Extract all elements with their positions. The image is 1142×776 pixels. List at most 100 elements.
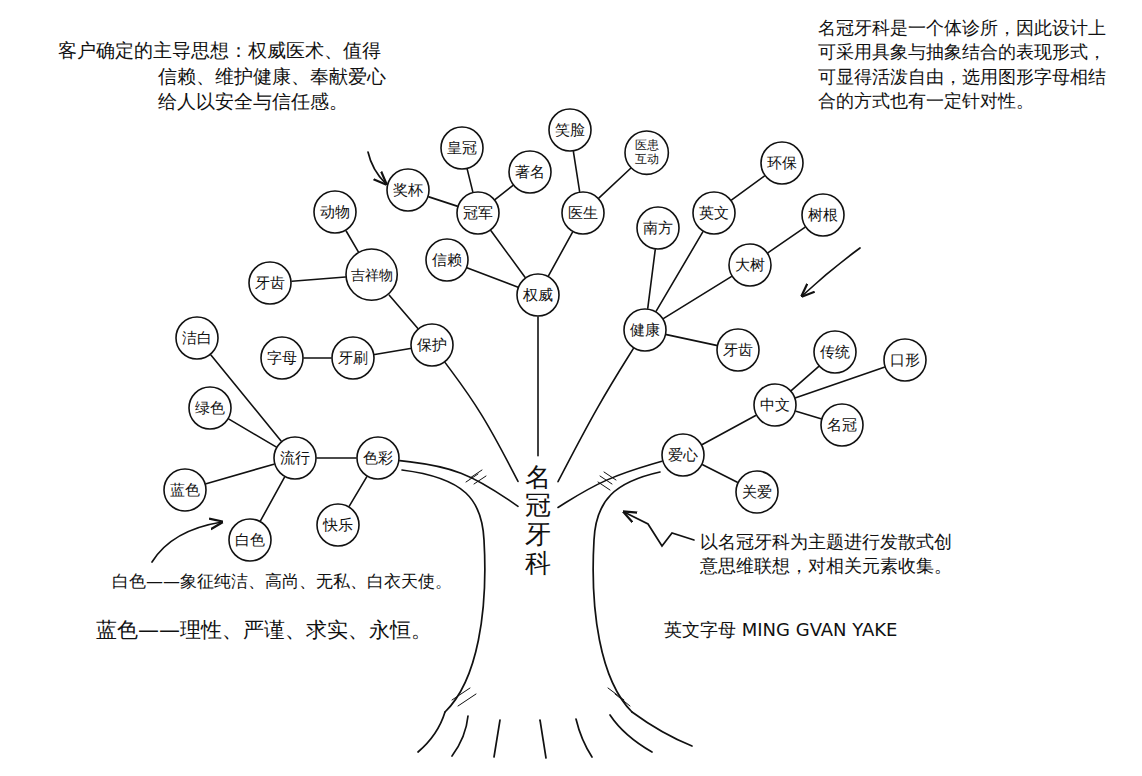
node-text: 快乐 (323, 516, 353, 534)
node-text: 著名 (515, 163, 545, 181)
branch-connector (791, 367, 818, 391)
circle-outline (814, 331, 856, 373)
node-text: 环保 (767, 154, 797, 172)
branch-connector (796, 411, 821, 418)
idea-circle: 医生 (561, 191, 605, 235)
branch-connector (317, 457, 356, 459)
annotation-note: 白色——象征纯洁、高尚、无私、白衣天使。 (112, 570, 492, 593)
branch-connector (537, 317, 539, 456)
branch-connector (549, 232, 573, 275)
node-text: 牙刷 (338, 349, 368, 367)
circle-outline (754, 384, 796, 426)
node-text: 流行 (280, 449, 310, 467)
idea-circle: 冠军 (456, 191, 500, 235)
annotation-note: 英文字母 MING GVAN YAKE (664, 618, 984, 642)
idea-circle: 医患互动 (624, 130, 669, 175)
pointer-arrow (152, 522, 222, 562)
trunk-title-text: 名冠牙科 (525, 463, 551, 577)
pointer-arrow (368, 152, 386, 184)
branch-connector (375, 349, 411, 355)
branch-connector (664, 277, 732, 319)
node-text: 南方 (643, 219, 673, 237)
branch-connector (702, 416, 755, 445)
branch-connector (400, 461, 518, 507)
circle-outline (509, 151, 551, 193)
circle-outline (637, 207, 679, 249)
node-text: 健康 (630, 321, 660, 339)
pointer-arrow (802, 248, 860, 296)
node-text: 色彩 (363, 449, 393, 467)
circle-outline (549, 109, 591, 151)
branch-connector (206, 464, 274, 484)
annotation-note: 以名冠牙科为主题进行发散式创意思维联想，对相关元素收集。 (700, 530, 965, 579)
circle-outline (176, 317, 218, 359)
idea-circle: 英文 (692, 191, 736, 235)
annotation-note: 客户确定的主导思想：权威医术、值得信赖、维护健康、奉献爱心给人以安全与信任感。 (58, 38, 393, 115)
circle-outline (441, 127, 483, 169)
node-text: 白色 (235, 531, 265, 549)
node-text: 洁白 (182, 329, 212, 347)
node-text: 绿色 (195, 399, 225, 417)
idea-circle: 大树 (728, 243, 772, 287)
node-text: 关爱 (742, 483, 772, 501)
branch-connector (648, 250, 655, 308)
circle-outline (164, 469, 206, 511)
idea-circle: 动物 (313, 190, 357, 234)
idea-circle: 色彩 (356, 436, 400, 480)
node-text: 中文 (760, 396, 790, 414)
circle-outline (821, 404, 863, 446)
tree-root (576, 719, 592, 757)
branch-connector (573, 152, 579, 192)
idea-circle: 吉祥物 (345, 248, 398, 301)
tree-root (418, 712, 445, 752)
branch-connector (558, 461, 662, 507)
idea-circle: 绿色 (188, 386, 232, 430)
branch-connector (261, 477, 285, 520)
branch-connector (491, 231, 525, 277)
branch-connector (558, 349, 633, 482)
branch-connector (429, 197, 457, 206)
circle-outline (517, 274, 559, 316)
idea-circle: 中文 (753, 383, 797, 427)
circle-outline (625, 131, 668, 174)
circle-outline (562, 192, 604, 234)
circle-outline (736, 471, 778, 513)
circle-outline (717, 329, 759, 371)
idea-circle: 爱心 (661, 433, 705, 477)
node-text: 医患互动 (634, 139, 659, 167)
node-text: 蓝色 (170, 481, 200, 499)
idea-circle: 洁白 (175, 316, 219, 360)
idea-circle: 奖杯 (386, 168, 430, 212)
idea-circle: 牙刷 (331, 336, 375, 380)
branch-connector (292, 277, 346, 281)
tree-root (452, 716, 468, 756)
node-text: 大树 (735, 256, 765, 274)
branch-connector (346, 231, 358, 252)
idea-circle: 笑脸 (548, 108, 592, 152)
circle-outline (624, 309, 666, 351)
branch-connector (468, 268, 518, 287)
trunk-outline-right (593, 472, 660, 712)
circle-outline (693, 192, 735, 234)
node-text: 医生 (568, 204, 598, 222)
tree-root (540, 720, 546, 758)
circle-outline (411, 324, 453, 366)
tree-root (494, 720, 500, 757)
circle-outline (261, 337, 303, 379)
node-text: 权威 (523, 286, 553, 304)
idea-circle: 环保 (760, 141, 804, 185)
node-text: 树根 (808, 206, 838, 224)
tree-root (632, 712, 692, 746)
circle-outline (662, 434, 704, 476)
branch-connector (599, 169, 630, 198)
circle-outline (332, 337, 374, 379)
pointer-arrow (624, 512, 694, 546)
annotation-note: 名冠牙科是一个体诊所，因此设计上可采用具象与抽象结合的表现形式，可显得活泼自由，… (818, 16, 1110, 113)
circle-outline (274, 437, 316, 479)
idea-circle: 权威 (516, 273, 560, 317)
circle-outline (802, 194, 844, 236)
idea-circle: 牙齿 (248, 261, 292, 305)
idea-circle: 南方 (636, 206, 680, 250)
node-text: 名冠 (827, 416, 857, 434)
